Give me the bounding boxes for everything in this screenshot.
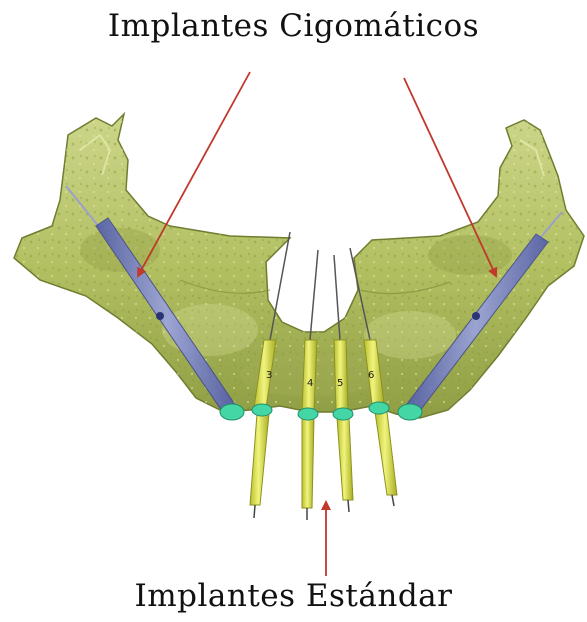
implant-number-4: 4	[307, 378, 313, 389]
implant-number-5: 5	[337, 378, 343, 389]
standard-implants-label: Implantes Estándar	[0, 578, 587, 614]
maxilla-bone	[14, 114, 584, 418]
implant-number-3: 3	[266, 370, 272, 381]
guide-wire-4	[310, 250, 318, 340]
implant-number-6: 6	[368, 370, 374, 381]
